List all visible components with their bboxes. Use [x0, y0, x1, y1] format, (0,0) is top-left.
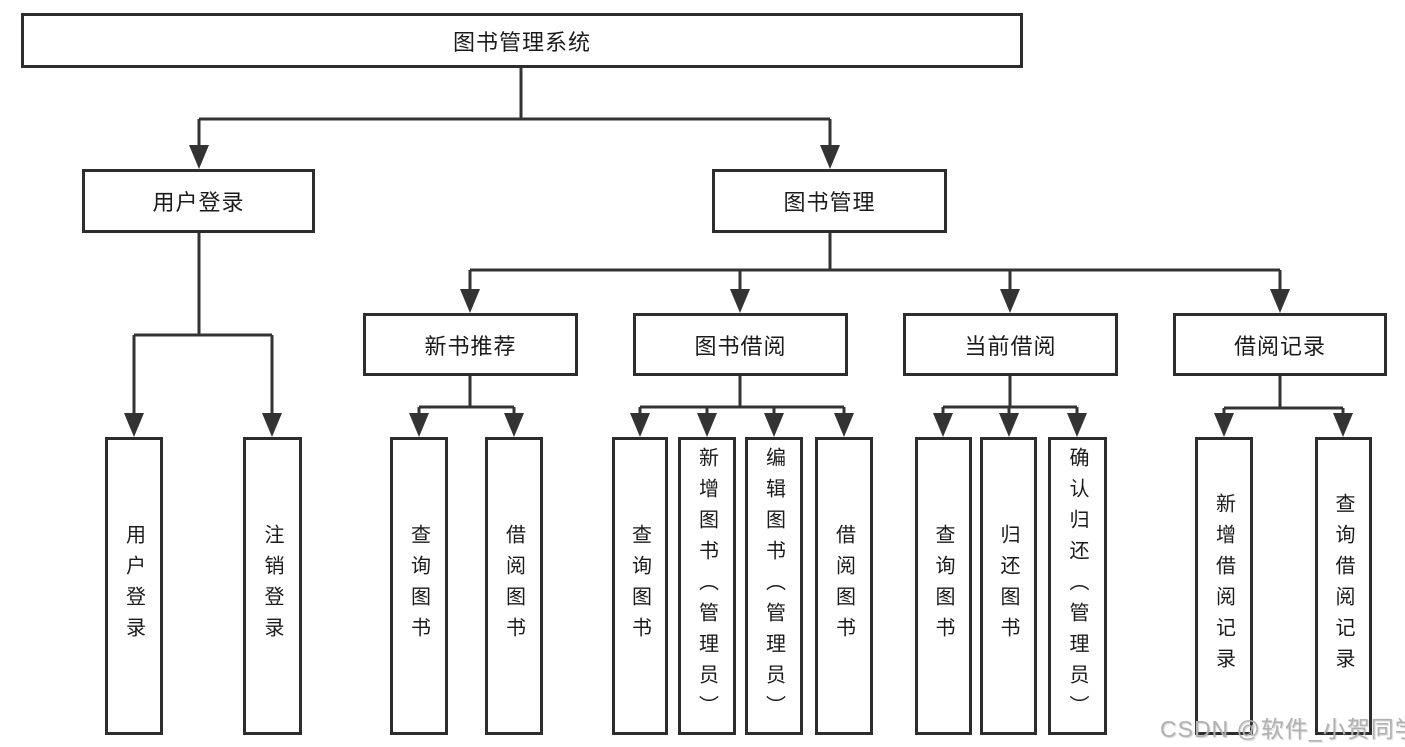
- leaf-query-books: 查询图书: [612, 437, 668, 735]
- leaf-edit-books-admin: 编辑图书（管理员）: [745, 437, 803, 735]
- node-label: 借阅图书: [502, 524, 525, 648]
- node-label: 图书管理系统: [452, 29, 591, 55]
- leaf-user-login: 用户登录: [105, 437, 163, 735]
- node-label: 用户登录: [152, 190, 245, 215]
- leaf-logout: 注销登录: [243, 437, 302, 735]
- node-label: 图书管理: [783, 190, 876, 215]
- leaf-borrow-books: 借阅图书: [485, 437, 543, 735]
- node-book-borrowing: 图书借阅: [633, 313, 848, 376]
- node-label: 当前借阅: [964, 333, 1057, 359]
- csdn-watermark: CSDN @软件_小贺同学: [1160, 716, 1405, 742]
- leaf-query-books: 查询图书: [915, 437, 972, 735]
- node-user-login: 用户登录: [82, 169, 315, 233]
- node-label: 查询图书: [407, 524, 430, 648]
- node-new-book-recommendation: 新书推荐: [363, 313, 578, 376]
- node-label: 归还图书: [997, 524, 1019, 648]
- node-label: 借阅记录: [1233, 333, 1326, 359]
- node-label: 新增借阅记录: [1212, 493, 1235, 679]
- node-label: 确认归还（管理员）: [1066, 446, 1088, 726]
- node-label: 借阅图书: [832, 524, 855, 648]
- node-label: 图书借阅: [694, 333, 787, 359]
- node-label: 查询图书: [932, 524, 954, 648]
- leaf-return-books: 归还图书: [980, 437, 1037, 735]
- node-current-borrowing: 当前借阅: [903, 313, 1118, 376]
- leaf-query-borrow-record: 查询借阅记录: [1315, 437, 1372, 735]
- node-borrowing-records: 借阅记录: [1173, 313, 1387, 376]
- node-library-management-system: 图书管理系统: [21, 13, 1023, 68]
- node-label: 新书推荐: [424, 333, 517, 359]
- leaf-add-borrow-record: 新增借阅记录: [1195, 437, 1253, 735]
- node-label: 用户登录: [122, 524, 145, 648]
- node-book-management: 图书管理: [712, 169, 947, 233]
- node-label: 查询借阅记录: [1332, 493, 1354, 679]
- node-label: 编辑图书（管理员）: [762, 446, 785, 726]
- arrowheads: [124, 145, 1353, 437]
- node-label: 新增图书（管理员）: [695, 446, 718, 726]
- leaf-add-books-admin: 新增图书（管理员）: [678, 437, 736, 735]
- node-label: 查询图书: [628, 524, 651, 648]
- leaf-borrow-books: 借阅图书: [815, 437, 873, 735]
- leaf-confirm-return-admin: 确认归还（管理员）: [1048, 437, 1107, 735]
- node-label: 注销登录: [261, 524, 283, 648]
- leaf-query-books: 查询图书: [390, 437, 448, 735]
